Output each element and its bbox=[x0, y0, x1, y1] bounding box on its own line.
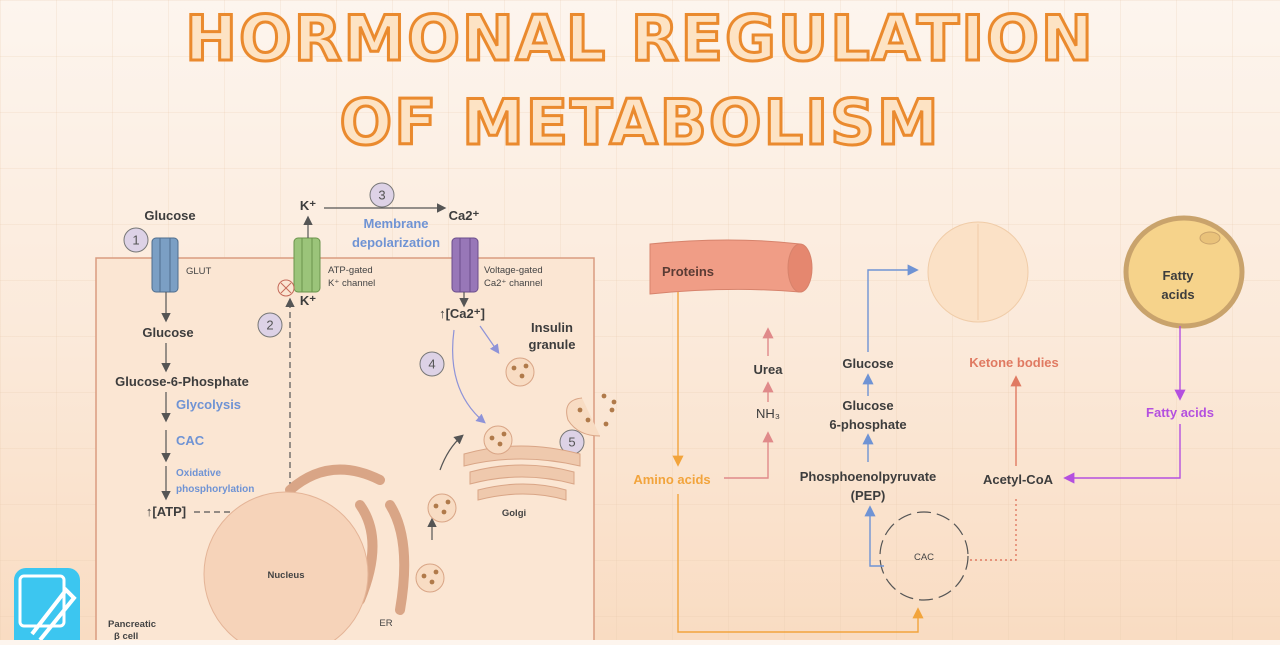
glut-label: GLUT bbox=[186, 266, 212, 277]
membrane-depol-label-2: depolarization bbox=[352, 235, 440, 250]
ca-channel-label-1: Voltage-gated bbox=[484, 265, 543, 276]
amino-acids-label: Amino acids bbox=[633, 472, 710, 487]
step-5: 5 bbox=[568, 435, 575, 450]
adipocyte bbox=[1123, 215, 1245, 329]
brain-icon bbox=[927, 221, 1029, 323]
step-4: 4 bbox=[428, 357, 435, 372]
nucleus-label: Nucleus bbox=[268, 570, 305, 581]
k-plus-top-label: K⁺ bbox=[300, 198, 316, 213]
k-plus-bottom-label: K⁺ bbox=[300, 293, 316, 308]
oxphos-label-1: Oxidative bbox=[176, 468, 221, 479]
title-line-2: OF METABOLISM bbox=[338, 85, 941, 161]
voltage-gated-ca-channel bbox=[451, 237, 479, 293]
cac-right-label: CAC bbox=[914, 552, 934, 563]
insulin-granule-label-1: Insulin bbox=[531, 320, 573, 335]
title-line-1: HORMONAL REGULATION bbox=[184, 1, 1095, 77]
atp-label: ↑[ATP] bbox=[146, 504, 186, 519]
atp-channel-label-1: ATP-gated bbox=[328, 265, 373, 276]
nh3-label: NH₃ bbox=[756, 406, 780, 421]
k-channel-block-icon bbox=[277, 279, 295, 297]
pep-label-1: Phosphoenolpyruvate bbox=[800, 469, 937, 484]
membrane-depol-label-1: Membrane bbox=[363, 216, 428, 231]
glucose-right-label: Glucose bbox=[842, 356, 893, 371]
insulin-dots bbox=[421, 363, 617, 585]
step-3: 3 bbox=[378, 188, 385, 203]
g6p-right-label-2: 6-phosphate bbox=[829, 417, 906, 432]
protein-tube bbox=[649, 239, 813, 295]
fatty-acids-label: Fatty acids bbox=[1146, 405, 1214, 420]
ca-channel-label-2: Ca2⁺ channel bbox=[484, 278, 542, 289]
atp-gated-k-channel bbox=[293, 237, 321, 293]
ca-inside-label: ↑[Ca2⁺] bbox=[439, 306, 485, 321]
ca-signal-arrows bbox=[452, 325, 500, 424]
fatty-acids-cell-label-1: Fatty bbox=[1162, 268, 1194, 283]
cac-label: CAC bbox=[176, 433, 205, 448]
urea-label: Urea bbox=[754, 362, 784, 377]
pep-label-2: (PEP) bbox=[851, 488, 886, 503]
pencil-icon bbox=[18, 574, 77, 642]
golgi-label: Golgi bbox=[502, 508, 526, 519]
fatty-acids-cell-label-2: acids bbox=[1161, 287, 1194, 302]
step-1: 1 bbox=[132, 233, 139, 248]
glut-transporter bbox=[151, 237, 179, 293]
glucose-outside-label: Glucose bbox=[144, 208, 195, 223]
g6p-right-label-1: Glucose bbox=[842, 398, 893, 413]
insulin-granule-label-2: granule bbox=[529, 337, 576, 352]
cac-cycle: CAC bbox=[879, 511, 969, 601]
golgi bbox=[463, 445, 581, 501]
proteins-label: Proteins bbox=[662, 264, 714, 279]
step-2: 2 bbox=[266, 318, 273, 333]
step-markers: 1 2 3 4 5 bbox=[123, 182, 585, 455]
ketone-bodies-label: Ketone bodies bbox=[969, 355, 1059, 370]
atp-channel-label-2: K⁺ channel bbox=[328, 278, 375, 289]
cell-label-1: Pancreatic bbox=[108, 619, 156, 630]
glycolysis-label: Glycolysis bbox=[176, 397, 241, 412]
right-pathway-arrows bbox=[672, 264, 1186, 633]
er-label: ER bbox=[379, 618, 392, 629]
nucleus bbox=[203, 491, 369, 640]
cell-label-2: β cell bbox=[114, 631, 138, 640]
glucose-inside-label: Glucose bbox=[142, 325, 193, 340]
ca-outside-label: Ca2⁺ bbox=[449, 208, 480, 223]
oxphos-label-2: phosphorylation bbox=[176, 484, 254, 495]
acetyl-coa-label: Acetyl-CoA bbox=[983, 472, 1054, 487]
pencil-app-icon[interactable] bbox=[14, 568, 80, 642]
g6p-label: Glucose-6-Phosphate bbox=[115, 374, 249, 389]
